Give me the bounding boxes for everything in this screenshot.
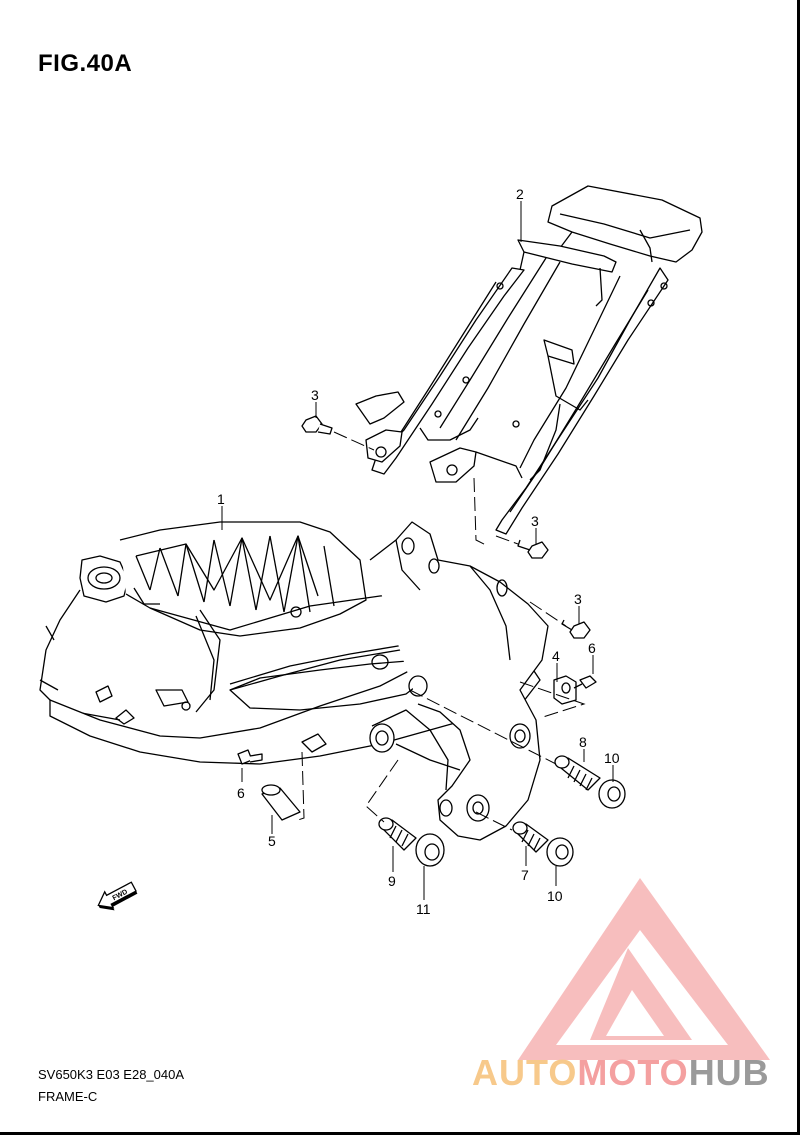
callout-10: 10 <box>604 750 620 766</box>
callout-3: 3 <box>574 591 582 607</box>
bolt-3b <box>517 539 549 559</box>
callout-4: 4 <box>552 648 560 664</box>
watermark-moto: MOTO <box>577 1052 689 1093</box>
callout-7: 7 <box>521 867 529 883</box>
screw-6a <box>573 675 597 689</box>
small-parts <box>237 415 626 867</box>
seat-rail <box>355 185 703 535</box>
assembly-lines <box>297 431 586 831</box>
figure-title: FIG.40A <box>38 50 133 77</box>
callout-9: 9 <box>388 873 396 889</box>
adjuster-9 <box>378 817 417 851</box>
adjuster-7 <box>512 821 549 853</box>
callout-2: 2 <box>516 186 524 202</box>
callout-6: 6 <box>588 640 596 656</box>
model-code: SV650K3 E03 E28_040A <box>38 1067 185 1082</box>
nut-10a <box>598 779 626 809</box>
callout-5: 5 <box>268 833 276 849</box>
bracket-4 <box>553 675 577 705</box>
callout-8: 8 <box>579 734 587 750</box>
watermark-auto: AUTO <box>472 1052 578 1093</box>
callout-10: 10 <box>547 888 563 904</box>
watermark-text: AUTOMOTOHUB <box>472 1052 770 1094</box>
callout-3: 3 <box>531 513 539 529</box>
section-name: FRAME-C <box>38 1089 98 1104</box>
nut-10b <box>546 837 574 867</box>
callout-1: 1 <box>217 491 225 507</box>
bolt-3c <box>561 619 591 639</box>
collar-5 <box>261 784 301 821</box>
leader-lines <box>221 201 614 900</box>
watermark-logo <box>518 878 770 1060</box>
fwd-arrow-icon: FWD <box>97 881 138 911</box>
nut-11 <box>415 833 445 867</box>
callout-3: 3 <box>311 387 319 403</box>
callout-labels: 2 3 1 3 3 4 6 8 10 6 5 9 7 10 11 <box>217 186 620 917</box>
main-frame <box>39 521 549 841</box>
callout-6: 6 <box>237 785 245 801</box>
adjuster-8 <box>554 755 601 791</box>
screw-6b <box>237 749 263 765</box>
bolt-3a <box>301 415 333 435</box>
watermark-hub: HUB <box>688 1052 770 1093</box>
callout-11: 11 <box>416 901 431 917</box>
